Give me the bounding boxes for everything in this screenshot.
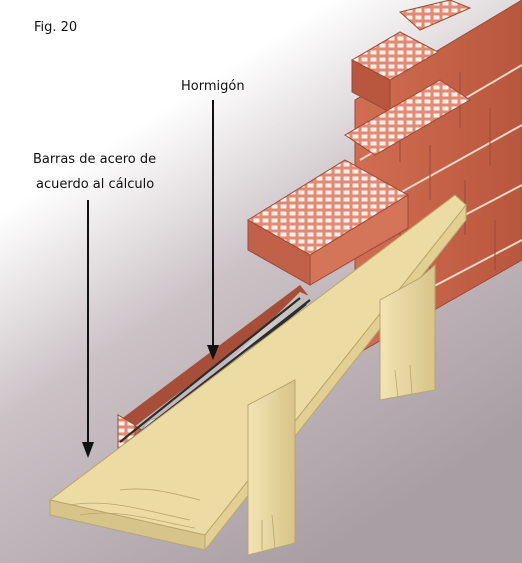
rebar-label-line1: Barras de acero de — [33, 152, 157, 167]
support-posts — [247, 263, 436, 556]
label-arrows — [82, 100, 219, 458]
rebar-label-line2: acuerdo al cálculo — [36, 177, 155, 192]
hollow-bricks-top — [247, 0, 472, 286]
figure-number: Fig. 20 — [34, 20, 78, 35]
concrete-label: Hormigón — [181, 79, 245, 94]
